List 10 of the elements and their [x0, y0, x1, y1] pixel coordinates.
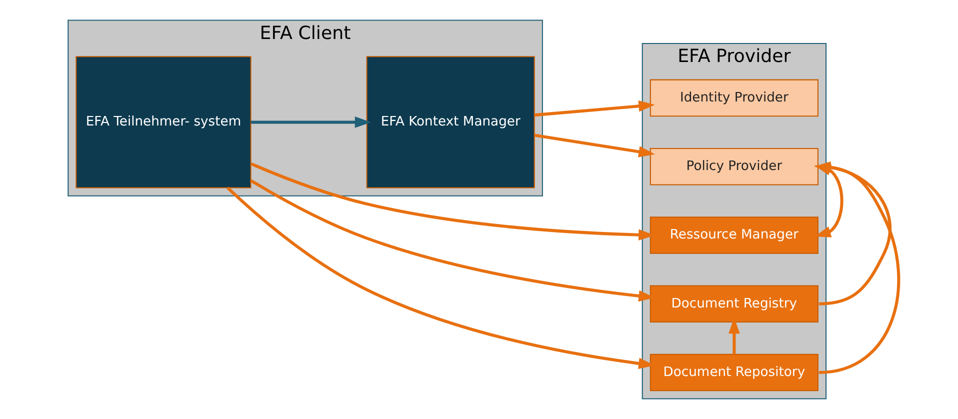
node-box: Identity Provider [649, 79, 818, 117]
node-box: EFA Teilnehmer- system [75, 56, 251, 188]
node-box: Ressource Manager [649, 216, 818, 254]
node-box: Document Registry [649, 285, 818, 323]
arrow [534, 134, 654, 158]
arrow [250, 116, 371, 128]
node-box: EFA Kontext Manager [366, 56, 534, 188]
arrow [534, 100, 654, 117]
node-box: Document Repository [649, 354, 818, 392]
node-box: Policy Provider [649, 148, 818, 186]
